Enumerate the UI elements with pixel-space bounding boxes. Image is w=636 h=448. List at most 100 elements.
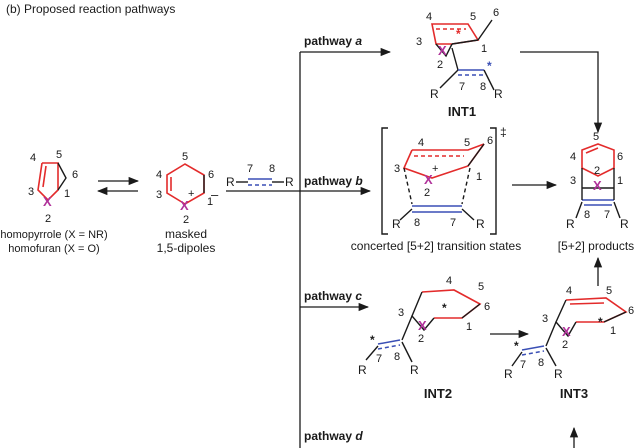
int3-atom-7: 7 — [520, 359, 526, 371]
int1-heteroatom-x: X — [438, 43, 447, 58]
ts-heteroatom-x: X — [424, 172, 433, 187]
alkyne-structure: R R 7 8 — [226, 163, 294, 189]
homopyrrole-caption: homopyrrole (X = NR) — [0, 229, 107, 241]
ts-atom-2: 2 — [424, 187, 430, 199]
int3-heteroatom-x: X — [562, 324, 571, 339]
product-atom-6: 6 — [617, 151, 623, 163]
int2-structure: 4 5 6 3 1 X 2 * * 7 8 R R — [358, 275, 490, 377]
ts-atom-5: 5 — [464, 137, 470, 149]
int1-atom-1: 1 — [481, 43, 487, 55]
int2-label: INT2 — [424, 386, 452, 401]
int2-atom-2: 2 — [418, 333, 424, 345]
int1-r-right: R — [494, 87, 503, 101]
int1-atom-3: 3 — [416, 36, 422, 48]
int2-radical-star: * — [442, 301, 447, 315]
int1-r-left: R — [430, 87, 439, 101]
int3-r-left: R — [504, 367, 513, 381]
int1-vinyl-star: * — [487, 59, 492, 73]
int3-atom-4: 4 — [566, 285, 572, 297]
pathway-a-label: pathway a — [304, 34, 362, 48]
homopyrrole-structure: 4 5 6 3 1 X 2 — [28, 149, 78, 225]
dipole-structure: 5 4 6 3 1 X + – 2 — [156, 151, 219, 226]
pathway-b-label: pathway b — [304, 174, 363, 188]
int2-atom-1: 1 — [466, 321, 472, 333]
int3-vinyl-star: * — [514, 339, 519, 353]
dipole-plus-charge: + — [188, 188, 194, 200]
ts-atom-1: 1 — [476, 171, 482, 183]
int1-atom-2: 2 — [437, 59, 443, 71]
transition-state-structure: ‡ 4 5 6 3 1 X + 2 R 8 7 R — [381, 125, 507, 235]
ts-caption: concerted [5+2] transition states — [351, 239, 521, 253]
homo-atom-1: 1 — [64, 188, 70, 200]
int3-atom-2: 2 — [562, 339, 568, 351]
ts-plus-charge: + — [432, 163, 438, 175]
product-atom-3: 3 — [570, 175, 576, 187]
dipole-atom-5: 5 — [182, 151, 188, 163]
product-atom-1: 1 — [617, 175, 623, 187]
int2-r-right: R — [410, 363, 419, 377]
dipole-atom-1: 1 — [207, 196, 213, 208]
product-r-left: R — [566, 217, 575, 231]
pathway-d-label: pathway d — [304, 429, 363, 443]
homo-atom-3: 3 — [28, 186, 34, 198]
int2-atom-8: 8 — [394, 351, 400, 363]
alkyne-r-left: R — [226, 175, 235, 189]
dipole-atom-6: 6 — [208, 169, 214, 181]
int3-atom-3: 3 — [542, 313, 548, 325]
alkyne-atom-7: 7 — [247, 163, 253, 175]
int2-r-left: R — [358, 363, 367, 377]
int2-atom-3: 3 — [398, 307, 404, 319]
homo-atom-6: 6 — [72, 169, 78, 181]
int2-atom-5: 5 — [478, 281, 484, 293]
dipole-atom-3: 3 — [156, 189, 162, 201]
ts-r-right: R — [476, 217, 485, 231]
int3-label: INT3 — [560, 386, 588, 401]
ts-atom-8: 8 — [414, 217, 420, 229]
ts-r-left: R — [392, 217, 401, 231]
ts-atom-4: 4 — [418, 137, 424, 149]
product-structure: 5 4 6 3 1 2 X 8 7 R R — [566, 131, 629, 231]
int3-atom-8: 8 — [538, 357, 544, 369]
int1-structure: 4 5 6 3 1 X 2 * * R 7 8 R — [416, 7, 503, 101]
int1-atom-8: 8 — [480, 81, 486, 93]
int1-atom-6: 6 — [493, 7, 499, 19]
int3-r-right: R — [554, 367, 563, 381]
product-atom-7: 7 — [604, 209, 610, 221]
int1-radical-star: * — [456, 27, 461, 41]
dipole-caption-dipoles: 1,5-dipoles — [157, 241, 216, 255]
dipole-atom-2: 2 — [183, 214, 189, 226]
int1-atom-5: 5 — [470, 11, 476, 23]
int1-atom-4: 4 — [426, 11, 432, 23]
product-atom-8: 8 — [584, 209, 590, 221]
int3-structure: 4 5 6 3 1 X 2 * * 7 8 R R — [504, 285, 634, 381]
pathway-c-label: pathway c — [304, 289, 362, 303]
dipole-heteroatom-x: X — [180, 198, 189, 213]
product-heteroatom-x: X — [593, 178, 602, 193]
homofuran-caption: homofuran (X = O) — [8, 243, 99, 255]
homo-heteroatom-x: X — [43, 194, 52, 209]
product-atom-5: 5 — [593, 131, 599, 143]
product-r-right: R — [620, 217, 629, 231]
int1-atom-7: 7 — [459, 81, 465, 93]
dipole-caption-masked: masked — [165, 227, 207, 241]
int2-heteroatom-x: X — [418, 318, 427, 333]
int3-atom-1: 1 — [610, 325, 616, 337]
ts-atom-6: 6 — [487, 135, 493, 147]
int2-atom-6: 6 — [484, 301, 490, 313]
ts-atom-3: 3 — [394, 163, 400, 175]
product-atom-2: 2 — [594, 165, 600, 177]
int2-atom-7: 7 — [376, 353, 382, 365]
int3-atom-5: 5 — [606, 285, 612, 297]
dipole-minus-charge: – — [211, 187, 219, 202]
product-atom-4: 4 — [570, 151, 576, 163]
alkyne-atom-8: 8 — [269, 163, 275, 175]
alkyne-r-right: R — [285, 175, 294, 189]
int2-vinyl-star: * — [370, 333, 375, 347]
int1-label: INT1 — [448, 104, 476, 119]
int3-radical-star: * — [598, 315, 603, 329]
homo-atom-4: 4 — [30, 152, 36, 164]
dipole-atom-4: 4 — [156, 169, 162, 181]
int1-to-product-arrow — [520, 51, 603, 134]
